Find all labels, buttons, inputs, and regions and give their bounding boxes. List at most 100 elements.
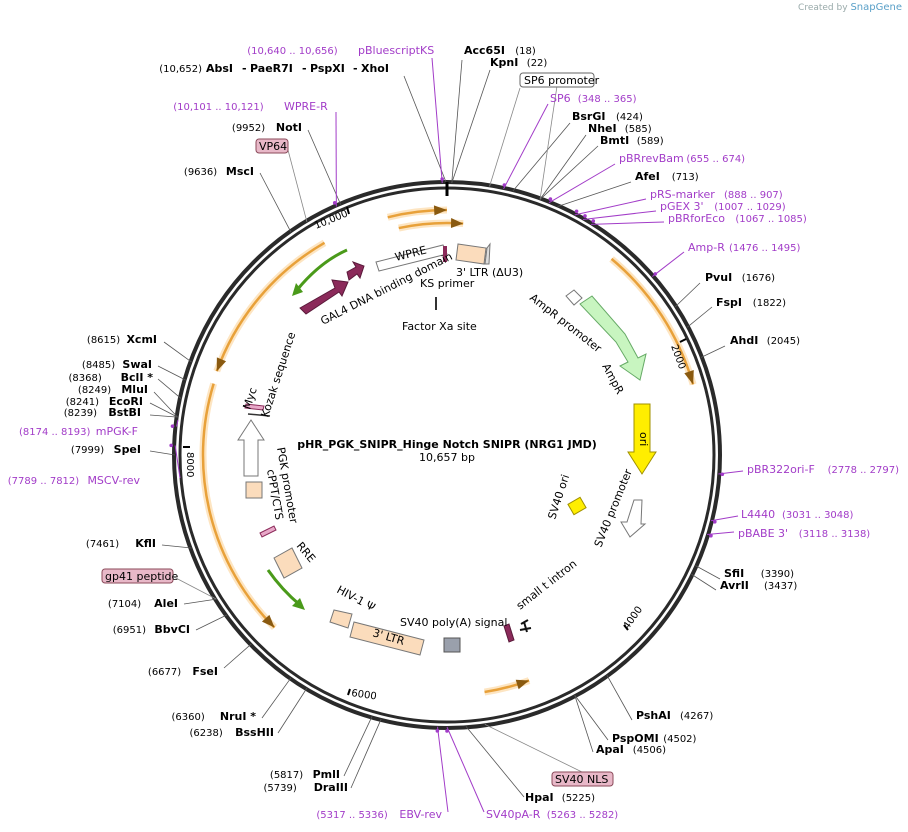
tick-label-4000: 4000: [621, 605, 645, 632]
primer-ampr: Amp-R(1476 .. 1495): [688, 241, 801, 254]
enzyme-name: ApaI: [596, 743, 624, 756]
enzyme-name: AbsI: [206, 62, 233, 75]
enzyme-name: EcoRI: [109, 395, 143, 408]
enzyme-name: SpeI: [114, 443, 141, 456]
primer-mark: [440, 177, 444, 181]
primer-sp6: SP6(348 .. 365): [550, 92, 637, 105]
enzyme-leader: [149, 450, 176, 456]
enzyme-site-nrui: NruI *(6360): [172, 710, 257, 723]
ori-arrow: [627, 403, 657, 475]
enzyme-site-pmli: PmlI(5817): [270, 768, 340, 781]
enzyme-site-bstbi: BstBI(8239): [64, 406, 141, 419]
label-small-t: small t intron: [514, 557, 579, 612]
small-t-marker: [503, 623, 515, 643]
enzyme-leader: [149, 414, 178, 418]
primer-leader: [574, 198, 647, 216]
site-labels: Acc65I(18)KpnI(22)BsrGI(424)NheI(585)Bmt…: [8, 44, 899, 821]
enzyme-name: BbvCI: [154, 623, 190, 636]
ampr-promoter-arrow: [565, 289, 583, 306]
enzyme-site-acc65i: Acc65I(18): [464, 44, 536, 57]
primer-leader: [176, 419, 179, 427]
enzyme-name: BsrGI: [572, 110, 605, 123]
enzyme-position: (585): [625, 124, 652, 135]
enzyme-site-sfii: SfiI(3390): [724, 567, 794, 580]
primer-leader: [437, 726, 449, 813]
enzyme-leader: [149, 402, 178, 418]
enzyme-position: (2045): [767, 336, 800, 347]
feature-arcs: [199, 205, 697, 696]
enzyme-position: (7461): [86, 539, 119, 550]
sp6-promoter-box: [519, 72, 595, 88]
enzyme-site-bsrgi: BsrGI(424): [572, 110, 643, 123]
primer-mscvrev: MSCV-rev(7789 .. 7812): [8, 474, 141, 487]
enzyme-position: (8241): [66, 397, 99, 408]
plasmid-name: pHR_PGK_SNIPR_Hinge Notch SNIPR (NRG1 JM…: [297, 438, 597, 451]
enzyme-separator: -: [302, 62, 307, 75]
enzyme-name: NotI: [276, 121, 302, 134]
enzyme-position: (6238): [190, 728, 223, 739]
enzyme-leader: [674, 282, 701, 308]
enzyme-site-bsshii: BssHII (6238): [190, 726, 274, 739]
primer-name: L4440: [741, 508, 775, 521]
label-sv40-ori: SV40 ori: [545, 473, 572, 521]
primer-position: (7789 .. 7812): [8, 476, 80, 487]
enzyme-position: (22): [527, 58, 548, 69]
primer-name: pGEX 3': [660, 200, 704, 213]
primer-leader: [582, 210, 657, 220]
enzyme-name: BmtI: [600, 134, 629, 147]
enzyme-site-ahdi: AhdI(2045): [730, 334, 800, 347]
green-arrow-bottom-head: [292, 598, 305, 610]
enzyme-leader: [451, 69, 491, 184]
enzyme-leader: [163, 341, 192, 363]
leader-lines: [149, 57, 744, 813]
enzyme-separator: -: [353, 62, 358, 75]
primer-ebvrev: EBV-rev(5317 .. 5336): [316, 808, 442, 821]
primer-leader: [503, 103, 549, 190]
enzyme-name: NheI: [588, 122, 617, 135]
primer-position: (3031 .. 3048): [782, 510, 854, 521]
primer-prsmarker: pRS-marker(888 .. 907): [650, 188, 783, 201]
primer-mark: [591, 219, 596, 223]
enzyme-name: BclI *: [121, 371, 154, 384]
scale-ticks: [183, 182, 687, 696]
enzyme-site-kfli: KflI(7461): [86, 537, 156, 550]
primer-pbluescriptks: (10,640 .. 10,656)pBluescriptKS: [247, 44, 434, 57]
enzyme-name: BssHII: [235, 726, 274, 739]
enzyme-leader: [161, 544, 192, 549]
rre-box: [273, 547, 303, 579]
primer-name: mPGK-F: [96, 425, 138, 438]
primer-mark: [169, 443, 173, 448]
enzyme-site-bbvci: BbvCI (6951): [113, 623, 190, 636]
label-sv40-promoter: SV40 promoter: [592, 467, 635, 549]
myc-mark: [247, 413, 271, 417]
enzyme-site-noti: NotI(9952): [232, 121, 302, 134]
primer-mark: [583, 214, 587, 218]
primer-position: (348 .. 365): [578, 94, 637, 105]
primer-name: SV40pA-R: [486, 808, 541, 821]
enzyme-leader: [157, 365, 186, 381]
enzyme-name: SfiI: [724, 567, 744, 580]
primer-mpgkf: mPGK-F(8174 .. 8193): [19, 425, 138, 438]
enzyme-site-fspi: FspI(1822): [716, 296, 786, 309]
primer-name: pBluescriptKS: [358, 44, 434, 57]
gp41-box: [101, 568, 174, 584]
enzyme-position: (6951): [113, 625, 146, 636]
orf-arc-left-lower: [201, 383, 276, 629]
primer-name: WPRE-R: [284, 100, 328, 113]
enzyme-leader: [153, 391, 178, 418]
enzyme-site-xcmi: XcmI(8615): [87, 333, 157, 346]
primer-mark: [435, 729, 440, 733]
gal4-arrow-1: [299, 279, 349, 315]
orf-arc-ampr: [610, 257, 695, 385]
enzyme-name: BstBI: [108, 406, 141, 419]
primer-position: (1007 .. 1029): [714, 202, 786, 213]
primer-name: EBV-rev: [399, 808, 442, 821]
enzyme-position: (8615): [87, 335, 120, 346]
cppt-box: [245, 481, 263, 499]
enzyme-site-pspomi: PspOMI(4502): [612, 732, 697, 745]
primer-name: pBR322ori-F: [747, 463, 815, 476]
enzyme-site-mlui: MluI(8249): [78, 383, 148, 396]
enzyme-name: MluI: [121, 383, 148, 396]
enzyme-name: PaeR7I: [250, 62, 293, 75]
